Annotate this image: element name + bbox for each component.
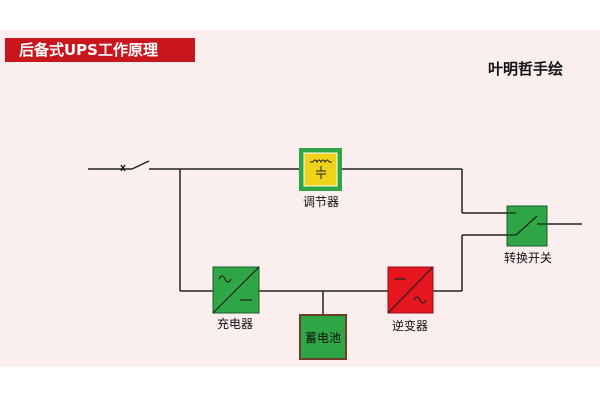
inverter-label: 逆变器 [391,319,428,333]
transfer-switch-icon [507,212,547,236]
charger-label: 充电器 [216,317,253,331]
circuit-wires [88,160,582,314]
dc-ac-inverter-icon [387,266,434,314]
diagram-panel [0,30,600,367]
inductor-capacitor-icon [310,159,332,179]
transfer-switch-label: 转换开关 [503,251,552,265]
battery-label: 蓄电池 [304,330,341,345]
charger-block [212,266,260,314]
regulator-label: 调节器 [302,195,339,209]
inverter-block [387,266,434,314]
ac-dc-converter-icon [212,266,260,314]
battery-block: 蓄电池 [299,314,347,360]
regulator-block [299,148,342,191]
author-credit: 叶明哲手绘 [488,60,564,78]
breaker-switch-icon [131,160,150,170]
slide-title: 后备式UPS工作原理 [5,38,195,62]
transfer-switch-block [506,205,548,247]
